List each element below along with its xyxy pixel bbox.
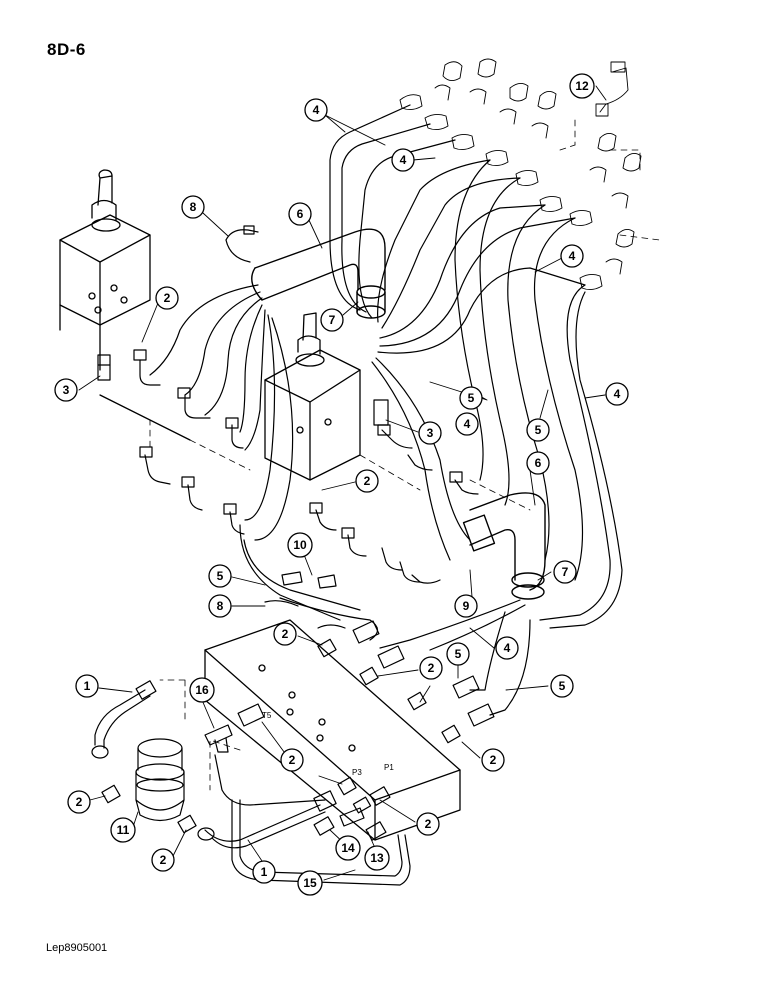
port-label-t5: T5 bbox=[262, 711, 272, 720]
right-side-hoses bbox=[379, 159, 623, 716]
svg-text:5: 5 bbox=[559, 679, 566, 693]
callout-2: 2 bbox=[416, 812, 440, 836]
svg-text:2: 2 bbox=[164, 291, 171, 305]
callout-9: 9 bbox=[454, 594, 478, 618]
figure-reference: Lep8905001 bbox=[46, 942, 108, 954]
callout-13: 13 bbox=[364, 845, 390, 871]
callout-11: 11 bbox=[110, 817, 136, 843]
svg-text:10: 10 bbox=[293, 538, 307, 552]
svg-text:14: 14 bbox=[341, 841, 355, 855]
centre-control-valve bbox=[264, 312, 361, 481]
svg-text:4: 4 bbox=[464, 417, 471, 431]
left-control-valve bbox=[59, 169, 191, 441]
callout-15: 15 bbox=[297, 870, 323, 896]
svg-text:4: 4 bbox=[313, 103, 320, 117]
callout-3: 3 bbox=[418, 421, 442, 445]
callout-4: 4 bbox=[304, 98, 328, 122]
callout-2: 2 bbox=[273, 622, 297, 646]
callout-7: 7 bbox=[320, 308, 344, 332]
callout-1: 1 bbox=[75, 674, 99, 698]
port-label-p3: P3 bbox=[352, 768, 362, 777]
callout-12: 12 bbox=[569, 73, 595, 99]
lower-pipes bbox=[91, 620, 495, 886]
svg-text:8: 8 bbox=[217, 599, 224, 613]
svg-text:1: 1 bbox=[84, 679, 91, 693]
callout-2: 2 bbox=[67, 790, 91, 814]
callout-8: 8 bbox=[208, 594, 232, 618]
callout-14: 14 bbox=[335, 835, 361, 861]
port-label-p1: P1 bbox=[384, 763, 394, 772]
svg-text:2: 2 bbox=[289, 753, 296, 767]
pipe-fittings bbox=[97, 225, 479, 629]
svg-text:5: 5 bbox=[455, 647, 462, 661]
callout-16: 16 bbox=[189, 677, 215, 703]
callout-2: 2 bbox=[355, 469, 379, 493]
callout-2: 2 bbox=[280, 748, 304, 772]
svg-text:7: 7 bbox=[329, 313, 336, 327]
svg-text:6: 6 bbox=[535, 456, 542, 470]
callout-5: 5 bbox=[526, 418, 550, 442]
callout-4: 4 bbox=[605, 382, 629, 406]
upper-hose-bundle bbox=[329, 104, 586, 561]
svg-text:4: 4 bbox=[614, 387, 621, 401]
valve-bank-fittings bbox=[399, 58, 642, 291]
callout-4: 4 bbox=[391, 148, 415, 172]
callout-6: 6 bbox=[526, 451, 550, 475]
svg-text:3: 3 bbox=[63, 383, 70, 397]
svg-text:4: 4 bbox=[504, 641, 511, 655]
callout-5: 5 bbox=[550, 674, 574, 698]
svg-text:12: 12 bbox=[575, 79, 589, 93]
svg-text:2: 2 bbox=[428, 661, 435, 675]
svg-text:13: 13 bbox=[370, 851, 384, 865]
callout-4: 4 bbox=[495, 636, 519, 660]
svg-text:6: 6 bbox=[297, 207, 304, 221]
hose-sleeve-lower bbox=[462, 492, 546, 600]
svg-text:8: 8 bbox=[190, 200, 197, 214]
page-code: 8D-6 bbox=[47, 40, 86, 59]
callout-2: 2 bbox=[481, 748, 505, 772]
svg-text:5: 5 bbox=[535, 423, 542, 437]
alignment-guides bbox=[99, 119, 661, 791]
callout-5: 5 bbox=[459, 386, 483, 410]
callout-2: 2 bbox=[151, 848, 175, 872]
callout-1: 1 bbox=[252, 860, 276, 884]
callout-2: 2 bbox=[155, 286, 179, 310]
callout-4: 4 bbox=[560, 244, 584, 268]
callout-10: 10 bbox=[287, 532, 313, 558]
svg-text:7: 7 bbox=[562, 565, 569, 579]
svg-text:2: 2 bbox=[160, 853, 167, 867]
svg-text:5: 5 bbox=[468, 391, 475, 405]
svg-text:16: 16 bbox=[195, 683, 209, 697]
callout-5: 5 bbox=[208, 564, 232, 588]
svg-text:9: 9 bbox=[463, 599, 470, 613]
svg-text:2: 2 bbox=[425, 817, 432, 831]
svg-text:4: 4 bbox=[400, 153, 407, 167]
callout-3: 3 bbox=[54, 378, 78, 402]
callout-7: 7 bbox=[553, 560, 577, 584]
svg-text:2: 2 bbox=[282, 627, 289, 641]
callout-5: 5 bbox=[446, 642, 470, 666]
svg-text:4: 4 bbox=[569, 249, 576, 263]
svg-text:3: 3 bbox=[427, 426, 434, 440]
svg-text:15: 15 bbox=[303, 876, 317, 890]
svg-text:5: 5 bbox=[217, 569, 224, 583]
manifold-block bbox=[204, 619, 461, 841]
callout-8: 8 bbox=[181, 195, 205, 219]
hose-sleeve-upper bbox=[251, 228, 386, 319]
svg-text:2: 2 bbox=[490, 753, 497, 767]
svg-text:2: 2 bbox=[76, 795, 83, 809]
callout-6: 6 bbox=[288, 202, 312, 226]
svg-text:1: 1 bbox=[261, 865, 268, 879]
callout-4: 4 bbox=[455, 412, 479, 436]
svg-text:11: 11 bbox=[117, 823, 130, 837]
callout-2: 2 bbox=[419, 656, 443, 680]
svg-text:2: 2 bbox=[364, 474, 371, 488]
left-hose-bundle bbox=[149, 284, 379, 641]
